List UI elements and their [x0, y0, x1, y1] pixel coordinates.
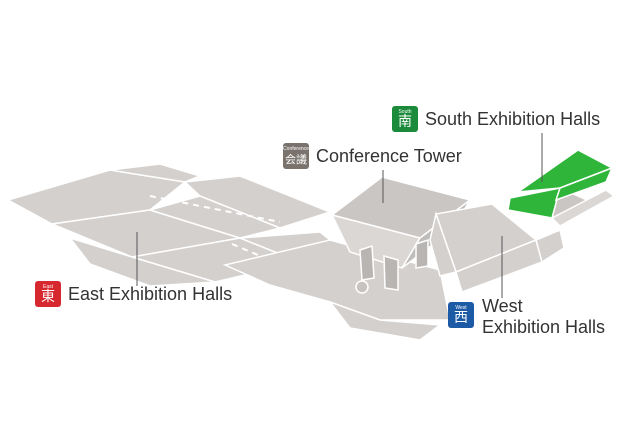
east-exhibition-halls-area[interactable]: [6, 163, 342, 287]
east-hall-block-6: [183, 175, 333, 229]
west-badge: West 西: [448, 302, 474, 328]
conference-tower-label[interactable]: Conference 会議 Conference Tower: [283, 143, 462, 169]
conference-badge-kanji: 会議: [285, 152, 307, 166]
conference-badge: Conference 会議: [283, 143, 309, 169]
west-halls-name-line1: West: [482, 296, 523, 316]
west-halls-name: West Exhibition Halls: [482, 296, 605, 338]
south-halls-label[interactable]: South 南 South Exhibition Halls: [392, 106, 600, 132]
plaza-marker: [355, 280, 369, 294]
east-badge: East 東: [35, 281, 61, 307]
west-exhibition-halls-area[interactable]: [429, 203, 565, 293]
plaza-front: [327, 300, 443, 341]
east-halls-label[interactable]: East 東 East Exhibition Halls: [35, 281, 232, 307]
west-badge-small-text: West: [455, 304, 467, 311]
west-halls-name-line2: Exhibition Halls: [482, 317, 606, 337]
east-halls-name: East Exhibition Halls: [68, 284, 233, 304]
south-walkway: [550, 189, 616, 227]
east-hall-block-5: [67, 236, 216, 287]
leader-lines: [136, 133, 543, 298]
tower-leg-center: [383, 254, 399, 291]
south-halls-name: South Exhibition Halls: [425, 109, 601, 129]
tower-leg-left: [359, 244, 375, 281]
east-badge-kanji: 東: [41, 288, 55, 305]
south-badge-kanji: 南: [398, 113, 412, 130]
conference-tower-name: Conference Tower: [316, 146, 462, 166]
south-exhibition-halls-area[interactable]: [507, 149, 616, 227]
south-hall-block-3: [554, 166, 614, 202]
west-hall-block-3: [429, 211, 457, 277]
tower-leg-right: [415, 238, 429, 269]
east-walkway-dashes: [149, 195, 281, 259]
west-badge-kanji: 西: [454, 309, 468, 326]
east-badge-small-text: East: [42, 283, 53, 290]
west-halls-label[interactable]: West 西: [448, 302, 474, 328]
west-connector: [535, 228, 565, 264]
south-hall-block-2: [507, 187, 562, 219]
south-badge-small-text: South: [398, 108, 412, 115]
east-hall-block-1: [6, 169, 187, 225]
east-hall-block-2: [109, 163, 203, 183]
conference-badge-small-text: Conference: [283, 145, 309, 152]
south-badge: South 南: [392, 106, 418, 132]
